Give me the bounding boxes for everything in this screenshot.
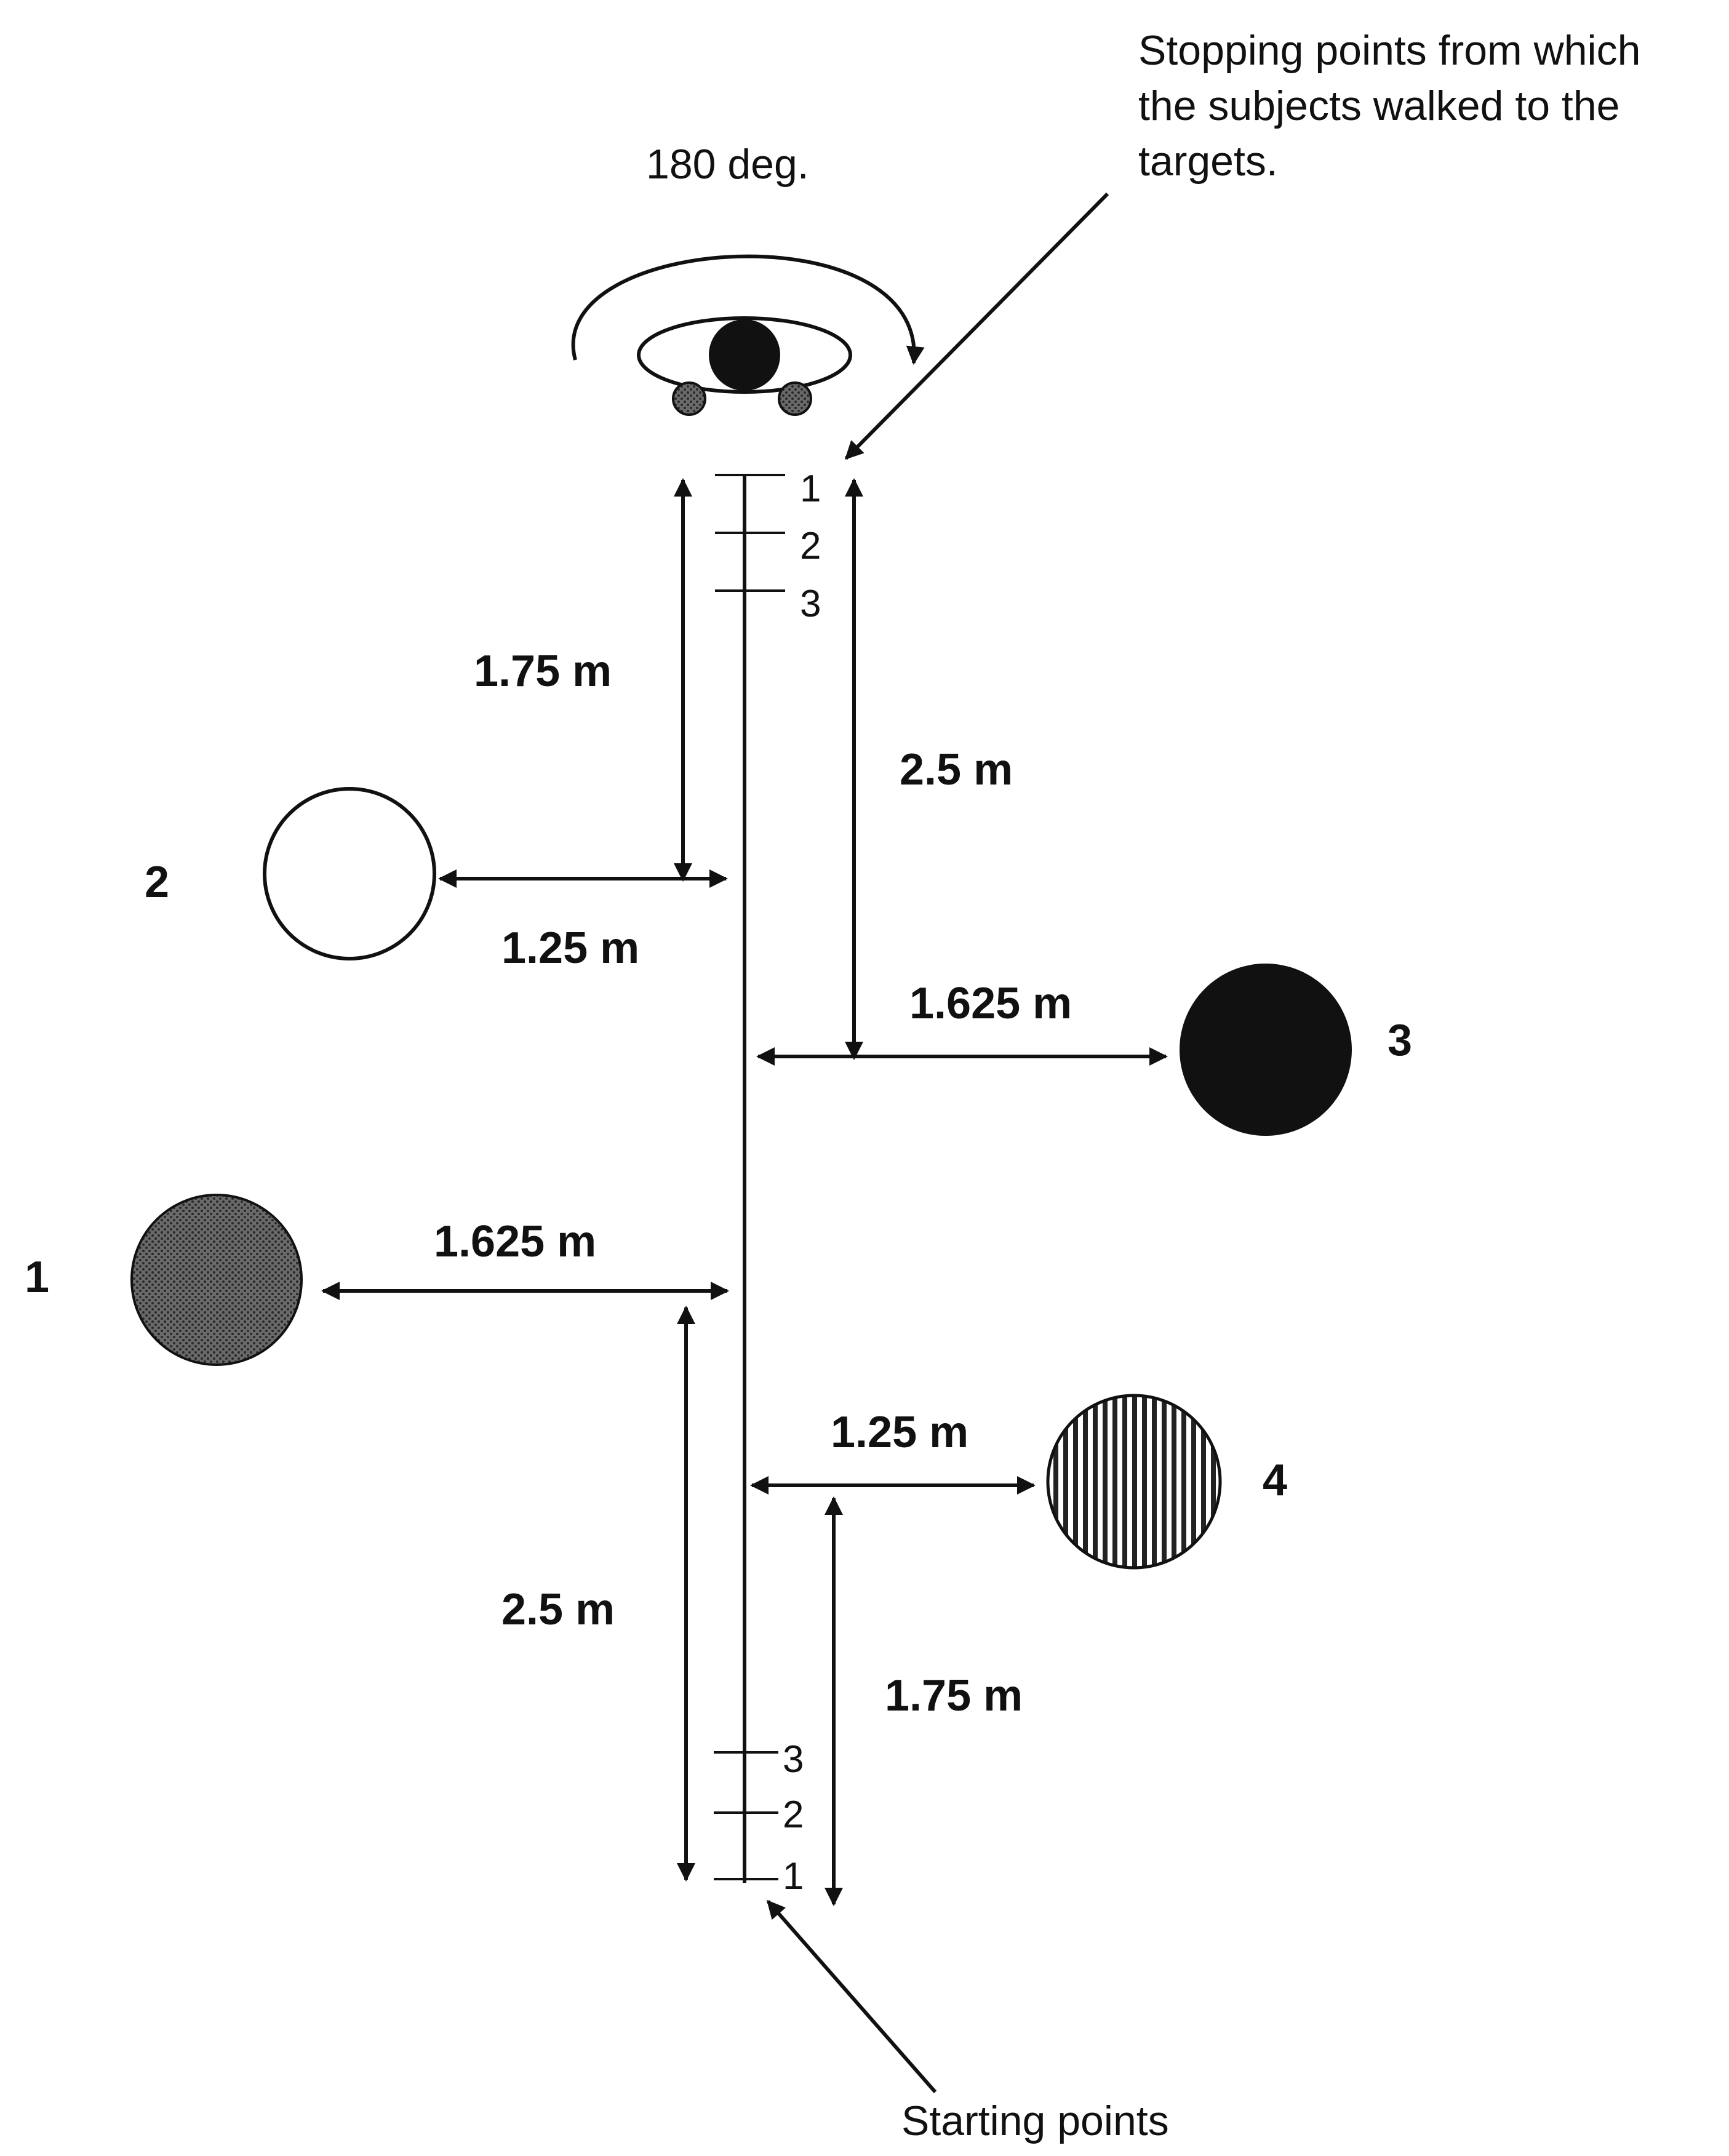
target-1-dotted [130,1194,303,1366]
dim-path-to-target1-label: 1.625 m [434,1217,596,1266]
dim-path-to-target3-label: 1.625 m [909,979,1072,1028]
observer-eye-icon [637,316,852,416]
svg-text:the subjects walked to the: the subjects walked to the [1138,82,1619,129]
svg-text:targets.: targets. [1138,138,1278,185]
svg-text:3: 3 [800,583,821,625]
rotation-label: 180 deg. [646,141,809,188]
bottom-starting-ticks: 3 2 1 [714,1738,804,1898]
dim-path-to-target4-label: 1.25 m [831,1408,968,1457]
target-1-label: 1 [25,1253,49,1302]
svg-text:Stopping points from which: Stopping points from which [1138,27,1640,74]
target-2-white [263,787,436,960]
svg-text:1: 1 [783,1855,804,1898]
stopping-points-note: Stopping points from which the subjects … [1138,27,1640,185]
target-3-black [1180,964,1352,1136]
target-2-label: 2 [145,858,169,907]
stopping-points-pointer-arrow [844,192,1109,460]
svg-text:1: 1 [800,468,821,510]
dim-top-to-target3-label: 2.5 m [900,745,1013,794]
target-3-label: 3 [1388,1016,1412,1065]
target-4-label: 4 [1263,1456,1287,1505]
svg-text:2: 2 [800,525,821,567]
dim-path-to-target2-label: 1.25 m [501,924,639,973]
svg-text:3: 3 [783,1738,804,1781]
rotation-arc-icon [571,254,925,365]
svg-text:2: 2 [783,1794,804,1836]
top-stopping-ticks: 1 2 3 [715,468,821,625]
dim-target4-to-bottom-label: 1.75 m [885,1671,1023,1720]
starting-points-pointer-arrow [766,1899,937,2093]
dim-target1-to-bottom-label: 2.5 m [501,1585,615,1634]
starting-points-label: Starting points [901,2098,1169,2144]
dim-top-to-target2-label: 1.75 m [474,647,612,696]
target-4-striped [1046,1394,1222,1570]
